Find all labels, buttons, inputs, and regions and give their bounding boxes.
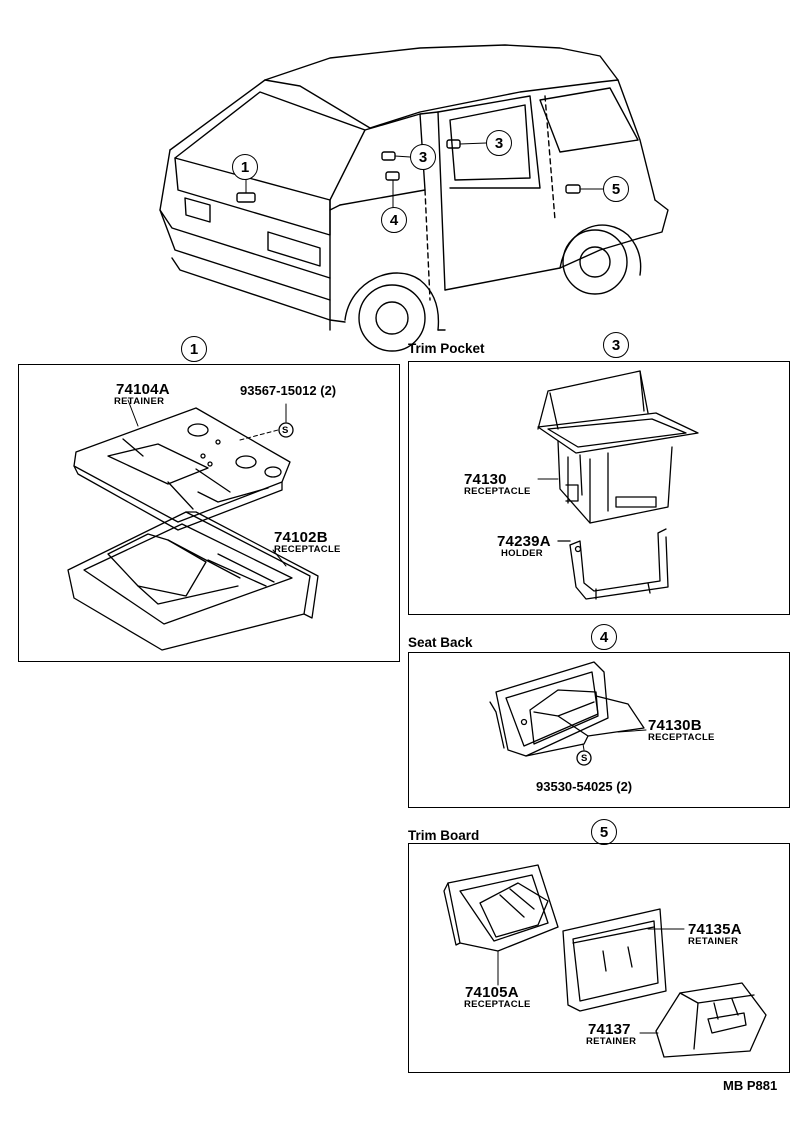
section-3-marker: 3 (603, 332, 629, 358)
section-5-marker: 5 (591, 819, 617, 845)
screw-symbol-s4: S (581, 753, 588, 764)
callout-5-rear-board: 5 (603, 176, 629, 202)
screw-symbol-s1: S (282, 425, 289, 436)
section-1-drawing (67, 399, 319, 651)
section-4-drawing (489, 661, 647, 766)
diagram-code: MB P881 (723, 1078, 778, 1093)
section-5-box (408, 843, 790, 1073)
part-74239A-number: 74239A (497, 533, 551, 550)
section-3-box (408, 361, 790, 615)
part-74137-name: RETAINER (586, 1036, 637, 1047)
section-5-title: Trim Board (408, 828, 480, 843)
section-1-box (18, 364, 400, 662)
part-74105A-name: RECEPTACLE (464, 999, 531, 1010)
section-4-box (408, 652, 790, 808)
part-74105A-number: 74105A (465, 984, 519, 1001)
section-1-marker: 1 (181, 336, 207, 362)
section-4-marker: 4 (591, 624, 617, 650)
screw-93530-number: 93530-54025 (2) (536, 779, 633, 794)
part-74130B-number: 74130B (648, 717, 702, 734)
section-3-drawing (537, 370, 699, 600)
part-74104A-name: RETAINER (114, 396, 165, 407)
part-74130-number: 74130 (464, 471, 507, 488)
part-74137-number: 74137 (588, 1021, 631, 1038)
part-74102B-number: 74102B (274, 529, 328, 546)
callout-3-front-door: 3 (410, 144, 436, 170)
part-74104A-number: 74104A (116, 381, 170, 398)
section-4-title: Seat Back (408, 635, 473, 650)
callout-1-van: 1 (232, 154, 258, 180)
screw-93567-number: 93567-15012 (2) (240, 383, 337, 398)
part-74239A-name: HOLDER (501, 548, 543, 559)
callout-3-side-door: 3 (486, 130, 512, 156)
part-74130-name: RECEPTACLE (464, 486, 531, 497)
part-74102B-name: RECEPTACLE (274, 544, 341, 555)
section-5-drawing (443, 864, 767, 1058)
callout-4-seat-back: 4 (381, 207, 407, 233)
part-74135A-name: RETAINER (688, 936, 739, 947)
part-74135A-number: 74135A (688, 921, 742, 938)
part-74130B-name: RECEPTACLE (648, 732, 715, 743)
section-3-title: Trim Pocket (408, 341, 485, 356)
van-illustration (159, 44, 669, 352)
